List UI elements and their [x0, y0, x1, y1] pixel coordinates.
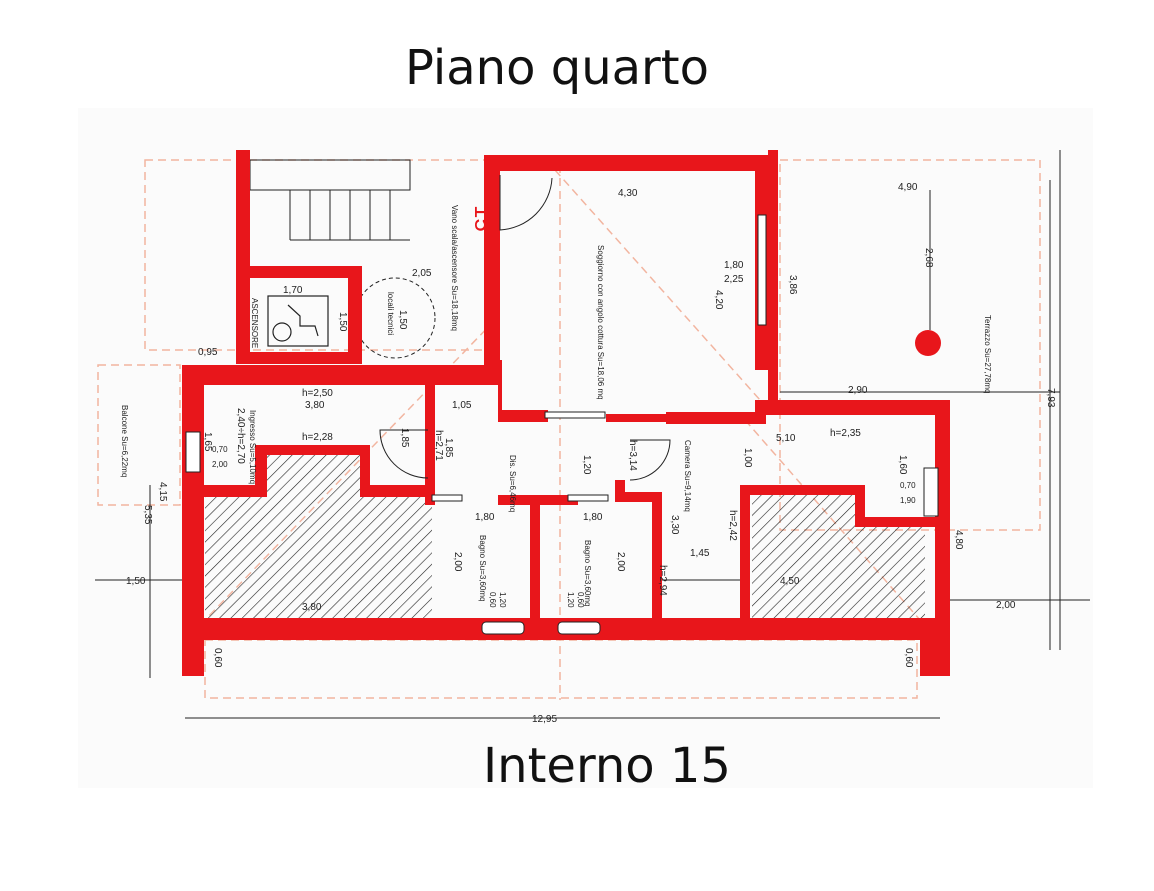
dim-3-30: 3,30 — [669, 515, 680, 535]
dim-4-90: 4,90 — [898, 182, 918, 193]
room-label-balcone: Balcone Su=6,22mq — [120, 405, 129, 477]
room-label-locali-tecnici: locali tecnici — [386, 292, 395, 335]
dim-1-85-b: 1,85 — [443, 438, 454, 458]
dim-2-68: 2,68 — [923, 248, 934, 268]
dim-0-60-a: 0,60 — [488, 592, 497, 608]
dim-4-80: 4,80 — [953, 530, 964, 550]
dim-5-10: 5,10 — [776, 433, 796, 444]
dim-2-00-d: 2,00 — [996, 600, 1016, 611]
room-label-dis: Dis. Su=6,46mq — [508, 455, 517, 512]
dim-3-80-a: 3,80 — [305, 400, 325, 411]
dim-2-00-b: 2,00 — [452, 552, 463, 572]
dim-1-50-c: 1,50 — [126, 576, 146, 587]
dim-3-86: 3,86 — [787, 275, 798, 295]
dim-1-60: 1,60 — [897, 455, 908, 475]
dim-0-70-b: 0,70 — [900, 481, 916, 490]
dimension-labels: 4,30 4,90 2,68 2,05 1,70 1,50 1,50 0,95 … — [126, 182, 1056, 725]
openings — [185, 214, 939, 635]
room-label-bagno-2: Bagno Su=3,60mq — [583, 540, 592, 607]
room-label-terrazzo: Terrazzo Su=27,78mq — [983, 315, 992, 394]
dim-1-80-c: 1,80 — [475, 512, 495, 523]
dim-h-2-42: h=2,42 — [727, 510, 738, 541]
dim-1-85-a: 1,85 — [399, 428, 410, 448]
dim-0-60-b: 0,60 — [576, 592, 585, 608]
unit-title: Interno 15 — [483, 738, 731, 794]
room-label-vano-scala: Vano scala/ascensore Su=18,18mq — [450, 205, 459, 331]
room-label-soggiorno: Soggiorno con angolo cottura Su=18,06 mq — [596, 245, 605, 400]
dim-1-05: 1,05 — [452, 400, 472, 411]
dim-4-30: 4,30 — [618, 188, 638, 199]
dim-5-35: 5,35 — [142, 505, 153, 525]
dim-0-60-d: 0,60 — [903, 648, 914, 668]
dim-3-80-b: 3,80 — [302, 602, 322, 613]
dim-1-90: 1,90 — [900, 496, 916, 505]
dim-1-50-a: 1,50 — [337, 312, 348, 332]
door-swings — [379, 175, 671, 481]
dim-2-90: 2,90 — [848, 385, 868, 396]
dim-1-80-b: 1,80 — [724, 260, 744, 271]
dim-0-70-a: 0,70 — [212, 445, 228, 454]
room-label-camera: Camera Su=9,14mq — [683, 440, 692, 512]
room-labels: Vano scala/ascensore Su=18,18mq Soggiorn… — [120, 205, 992, 607]
room-label-ascensore: ASCENSORE — [250, 298, 259, 348]
dim-2-40: 2,40÷h=2,70 — [235, 408, 246, 464]
dim-12-95: 12,95 — [532, 714, 557, 725]
dim-h-2-28: h=2,28 — [302, 432, 333, 443]
elevator-icon — [267, 295, 329, 347]
dim-4-50: 4,50 — [780, 576, 800, 587]
floor-title: Piano quarto — [405, 40, 709, 96]
dim-2-25: 2,25 — [724, 274, 744, 285]
room-label-bagno-1: Bagno Su=3,60mq — [478, 535, 487, 602]
dim-h-3-14: h=3,14 — [627, 440, 638, 471]
dim-h-2-94: h=2,94 — [657, 565, 668, 596]
dim-0-95: 0,95 — [198, 347, 218, 358]
terrace-red-dot — [915, 330, 941, 356]
dim-1-80-d: 1,80 — [583, 512, 603, 523]
dim-4-15: 4,15 — [157, 482, 168, 502]
dim-1-45: 1,45 — [690, 548, 710, 559]
dim-2-05: 2,05 — [412, 268, 432, 279]
dim-1-70: 1,70 — [283, 285, 303, 296]
room-label-ingresso: Ingresso Su=5,10mq — [248, 410, 257, 484]
dim-1-00: 1,00 — [742, 448, 753, 468]
walls — [182, 150, 950, 676]
dim-0-60-c: 0,60 — [212, 648, 223, 668]
dim-1-50-b: 1,50 — [397, 310, 408, 330]
dim-7-93: 7,93 — [1045, 388, 1056, 408]
dim-2-00-a: 2,00 — [212, 460, 228, 469]
dim-1-20-b: 1,20 — [566, 592, 575, 608]
dim-h-2-50: h=2,50 — [302, 388, 333, 399]
dim-h-2-71: h=2,71 — [433, 430, 444, 461]
dim-1-20: 1,20 — [581, 455, 592, 475]
dim-2-00-c: 2,00 — [615, 552, 626, 572]
dim-4-20: 4,20 — [713, 290, 724, 310]
dim-1-65: 1,65 — [202, 432, 213, 452]
unit-number: 15 — [469, 205, 496, 232]
dim-h-2-35: h=2,35 — [830, 428, 861, 439]
dim-1-20-a: 1,20 — [498, 592, 507, 608]
